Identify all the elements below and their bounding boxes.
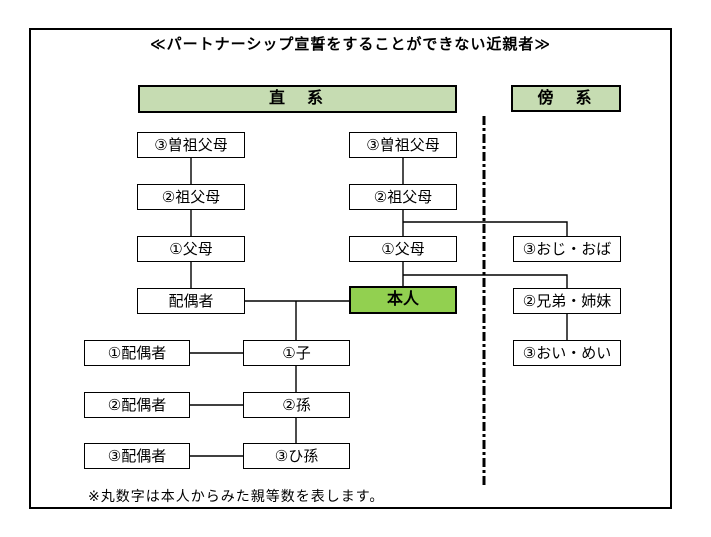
- node-grandchild-spouse: ②配偶者: [84, 392, 190, 418]
- node-uncle-aunt: ③おじ・おば: [513, 236, 621, 262]
- node-child: ①子: [243, 340, 350, 366]
- node-nephew-niece: ③おい・めい: [513, 340, 621, 366]
- node-self: 本人: [349, 286, 457, 314]
- node-grandparents-center: ②祖父母: [349, 184, 457, 210]
- header-collateral-line: 傍 系: [511, 85, 621, 112]
- header-direct-line: 直 系: [138, 85, 457, 113]
- node-spouse: 配偶者: [137, 288, 245, 314]
- node-parents-center: ①父母: [349, 236, 457, 262]
- node-siblings: ②兄弟・姉妹: [513, 288, 621, 314]
- node-great-grandchild: ③ひ孫: [243, 443, 350, 469]
- node-great-grandchild-spouse: ③配偶者: [84, 443, 190, 469]
- node-great-grandparents-left: ③曽祖父母: [137, 132, 245, 158]
- node-child-spouse: ①配偶者: [84, 340, 190, 366]
- node-great-grandparents-center: ③曽祖父母: [349, 132, 457, 158]
- node-parents-left: ①父母: [137, 236, 245, 262]
- footnote: ※丸数字は本人からみた親等数を表します。: [88, 488, 385, 504]
- diagram-title: ≪パートナーシップ宣誓をすることができない近親者≫: [149, 36, 552, 53]
- node-grandchild: ②孫: [243, 392, 350, 418]
- node-grandparents-left: ②祖父母: [137, 184, 245, 210]
